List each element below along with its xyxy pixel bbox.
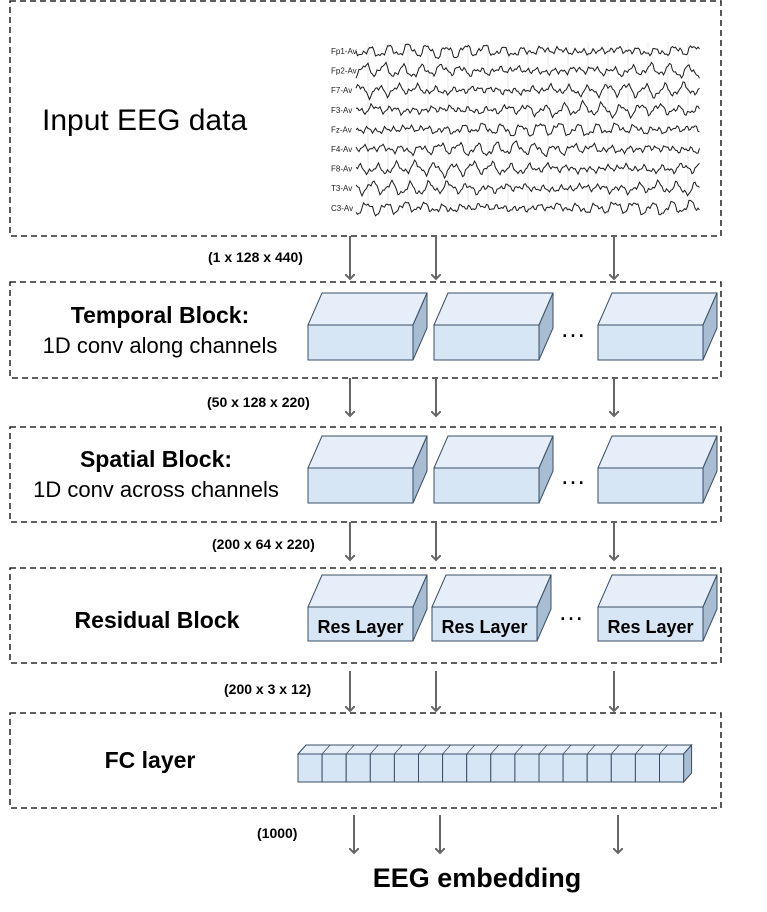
fc-cell	[659, 753, 685, 783]
block-front-face	[307, 467, 414, 504]
residual-dim-label: (200 x 3 x 12)	[224, 681, 311, 697]
eeg-trace	[355, 179, 700, 198]
fc-cell	[562, 753, 588, 783]
spatial-subtitle: 1D conv across channels	[33, 477, 279, 502]
fc-cell	[297, 753, 323, 783]
temporal-subtitle: 1D conv along channels	[43, 333, 278, 358]
input-dim-label: (1 x 128 x 440)	[208, 249, 303, 265]
block-top-face	[597, 574, 718, 608]
spatial-title: Spatial Block:	[80, 446, 232, 472]
eeg-channel-label: F7-Av	[331, 86, 352, 95]
input-label: Input EEG data	[42, 104, 247, 137]
fc-cell	[345, 753, 371, 783]
eeg-channel-label: Fp2-Av	[331, 67, 357, 76]
fc-cell	[369, 753, 395, 783]
block-top-face	[433, 292, 554, 326]
fc-cell	[514, 753, 540, 783]
fc-cell	[490, 753, 516, 783]
fc-cell-edge	[514, 744, 524, 755]
fc-section-frame	[9, 712, 722, 809]
res-layer-label: Res Layer	[441, 617, 527, 637]
eeg-trace	[355, 81, 700, 101]
block-top-face	[597, 292, 718, 326]
fc-cell-edge	[321, 744, 331, 755]
eeg-channel-label: C3-Av	[331, 204, 353, 213]
eeg-trace	[355, 61, 700, 80]
fc-cell-edge	[490, 744, 500, 755]
eeg-channel-label: F3-Av	[331, 106, 352, 115]
fc-cell-edge	[659, 744, 668, 755]
fc-cell	[586, 753, 612, 783]
output-label: EEG embedding	[373, 863, 582, 893]
eeg-channel-label: F8-Av	[331, 165, 352, 174]
fc-cell	[393, 753, 419, 783]
fc-cell-edge	[466, 744, 475, 755]
eeg-trace	[355, 99, 700, 120]
fc-cell-edge	[370, 744, 379, 755]
block-front-face	[307, 606, 414, 642]
input-section-frame	[9, 0, 722, 237]
block-front-face	[433, 324, 540, 361]
flow-arrows	[350, 236, 618, 853]
block-front-face	[597, 467, 704, 504]
block-top-face	[433, 435, 554, 469]
temporal-section-frame	[9, 281, 722, 379]
fc-cell	[418, 753, 444, 783]
eeg-channel-label: T3-Av	[331, 184, 352, 193]
fc-cell	[466, 753, 492, 783]
fc-cell-edge	[442, 744, 451, 755]
block-top-face	[431, 574, 552, 608]
fc-cell-edge	[418, 744, 427, 755]
fc-cell-edge	[345, 744, 355, 755]
spatial-ellipsis: …	[560, 460, 586, 490]
temporal-title: Temporal Block:	[71, 302, 250, 328]
eeg-trace	[355, 140, 700, 158]
fc-cell-edge	[586, 744, 596, 755]
block-cuboids: Res Layer Res Layer Res Layer	[307, 292, 718, 642]
eeg-channel-label: Fz-Av	[331, 125, 352, 134]
fc-cell	[634, 753, 661, 783]
fc-cell	[321, 753, 347, 783]
spatial-section-frame	[9, 426, 722, 523]
temporal-ellipsis: …	[560, 313, 586, 343]
spatial-dim-label: (200 x 64 x 220)	[212, 536, 315, 552]
eeg-signal-plot: Fp1-AvFp2-AvF7-AvF3-AvFz-AvF4-AvF8-AvT3-…	[331, 42, 700, 217]
fc-layer-vector	[296, 743, 693, 784]
eeg-trace	[355, 159, 700, 180]
fc-cell-edge	[611, 744, 620, 755]
eeg-channel-label: F4-Av	[331, 145, 352, 154]
residual-title: Residual Block	[75, 607, 240, 633]
eeg-channel-label: Fp1-Av	[331, 47, 357, 56]
res-layer-label: Res Layer	[317, 617, 403, 637]
fc-cell-edge	[394, 744, 403, 755]
block-front-face	[307, 324, 414, 361]
block-front-face	[431, 606, 538, 642]
fc-cell-edge	[635, 744, 644, 755]
fc-cell	[538, 753, 564, 783]
fc-cell	[610, 753, 636, 783]
block-top-face	[307, 435, 428, 469]
temporal-dim-label: (50 x 128 x 220)	[207, 394, 310, 410]
fc-cell-edge	[562, 744, 572, 755]
residual-section-frame	[9, 567, 722, 664]
block-top-face	[597, 435, 718, 469]
fc-cell	[442, 753, 468, 783]
block-front-face	[597, 606, 704, 642]
fc-cell-edge	[297, 744, 307, 755]
block-top-face	[307, 292, 428, 326]
block-front-face	[433, 467, 540, 504]
eeg-trace	[355, 122, 700, 137]
eeg-trace	[355, 199, 700, 217]
eeg-trace	[355, 43, 700, 60]
block-front-face	[597, 324, 704, 361]
block-top-face	[307, 574, 428, 608]
fc-dim-label: (1000)	[257, 825, 297, 841]
residual-ellipsis: …	[558, 596, 584, 626]
res-layer-label: Res Layer	[607, 617, 693, 637]
fc-cell-edge	[538, 744, 548, 755]
fc-title: FC layer	[105, 747, 196, 773]
